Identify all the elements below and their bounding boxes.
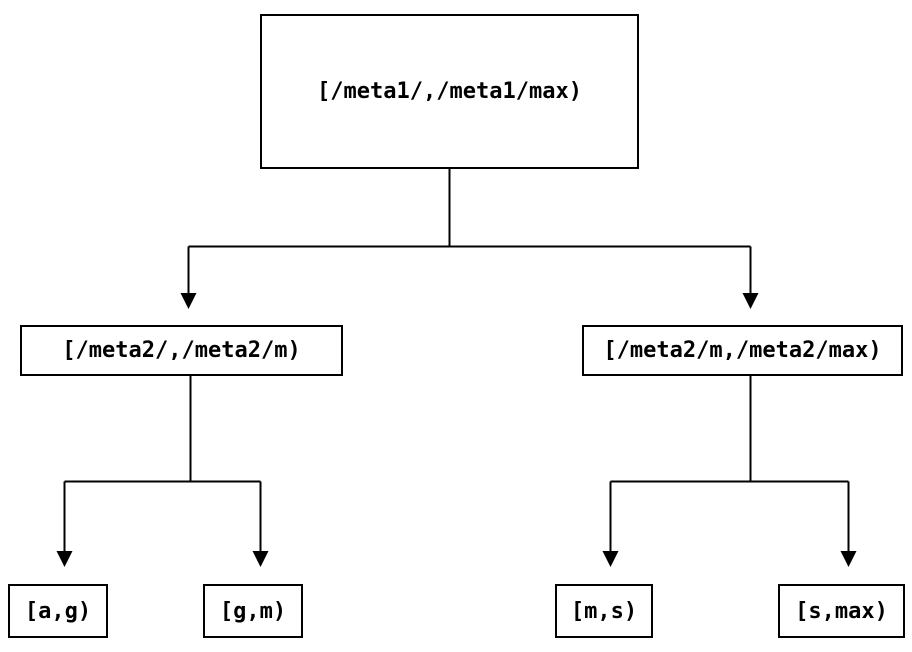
node-right-interval: [/meta2/m,/meta2/max) [582,325,903,376]
arrowhead-down-icon [180,293,197,309]
edge-left-to-children [63,376,262,552]
node-leaf-ms-label: [m,s) [570,598,638,624]
node-left-interval: [/meta2/,/meta2/m) [20,325,343,376]
node-leaf-smax: [s,max) [778,584,905,638]
arrowhead-down-icon [840,551,857,567]
node-root-label: [/meta1/,/meta1/max) [317,79,582,104]
arrowhead-down-icon [602,551,619,567]
node-right-label: [/meta2/m,/meta2/max) [603,338,882,363]
node-leaf-ag-label: [a,g) [24,598,92,624]
arrowhead-down-icon [56,551,73,567]
edge-right-to-children [609,376,850,552]
edge-root-to-children [187,169,752,294]
node-leaf-gm: [g,m) [203,584,303,638]
arrowhead-down-icon [252,551,269,567]
arrowhead-down-icon [742,293,759,309]
node-left-label: [/meta2/,/meta2/m) [62,338,301,363]
node-leaf-ag: [a,g) [8,584,108,638]
node-root-interval: [/meta1/,/meta1/max) [260,14,639,169]
node-leaf-ms: [m,s) [555,584,653,638]
node-leaf-gm-label: [g,m) [219,598,287,624]
node-leaf-smax-label: [s,max) [795,598,888,624]
